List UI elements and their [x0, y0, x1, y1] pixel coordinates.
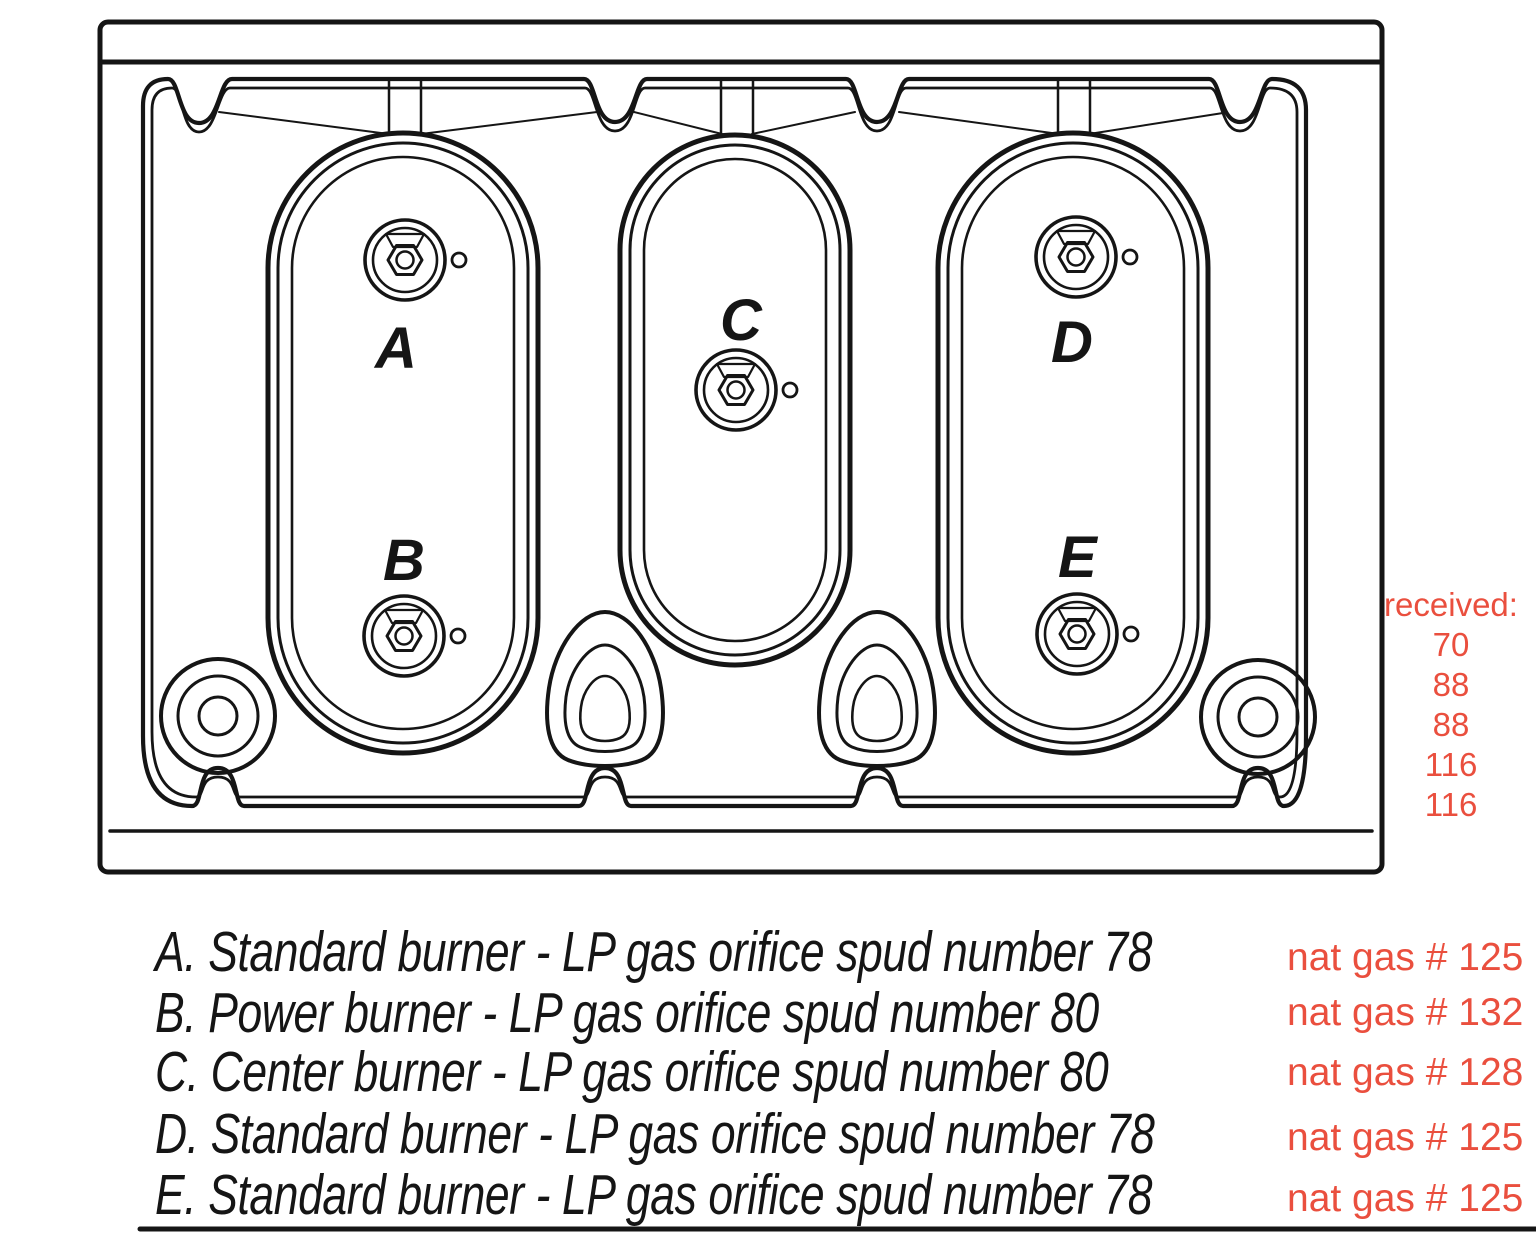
- natgas-label-c: nat gas # 128: [1287, 1051, 1524, 1094]
- legend-line-c: C. Center burner - LP gas orifice spud n…: [155, 1040, 1109, 1104]
- feed-lines: [218, 111, 1224, 135]
- burner-label-e: E: [1058, 525, 1097, 590]
- legend-line-e: E. Standard burner - LP gas orifice spud…: [155, 1163, 1153, 1227]
- valve-left: [159, 657, 277, 775]
- natgas-label-e: nat gas # 125: [1287, 1177, 1524, 1220]
- received-value: 116: [1424, 786, 1478, 823]
- natgas-label-a: nat gas # 125: [1287, 936, 1524, 979]
- spud-a: [363, 218, 468, 302]
- legend-line-a: A. Standard burner - LP gas orifice spud…: [155, 920, 1153, 984]
- burner-label-d: D: [1051, 310, 1093, 375]
- burner-label-a: A: [375, 316, 417, 381]
- legend-line-b: B. Power burner - LP gas orifice spud nu…: [155, 981, 1099, 1045]
- inner-contour: [140, 76, 1309, 809]
- spud-d: [1034, 215, 1139, 299]
- valve-right: [1199, 658, 1317, 776]
- burner-well-left: [265, 130, 541, 756]
- received-value: 70: [1432, 626, 1470, 663]
- received-annotation: received: 70 88 88 116 116: [1382, 585, 1520, 825]
- burner-well-right: [935, 130, 1211, 756]
- received-value: 88: [1432, 706, 1470, 743]
- burner-well-center: [617, 132, 853, 668]
- pad-left: [545, 610, 665, 768]
- received-title: received:: [1384, 586, 1518, 623]
- cooktop-body: [97, 19, 1385, 875]
- natgas-label-d: nat gas # 125: [1287, 1116, 1524, 1159]
- spud-c: [694, 348, 799, 432]
- pad-right: [817, 610, 937, 768]
- spud-e: [1035, 592, 1140, 676]
- burner-label-b: B: [383, 528, 425, 593]
- burner-feed-tabs: [387, 78, 1092, 136]
- natgas-label-b: nat gas # 132: [1287, 991, 1524, 1034]
- burner-label-c: C: [720, 288, 762, 353]
- received-value: 88: [1432, 666, 1470, 703]
- spud-b: [362, 594, 467, 678]
- received-value: 116: [1424, 746, 1478, 783]
- legend-line-d: D. Standard burner - LP gas orifice spud…: [155, 1102, 1155, 1166]
